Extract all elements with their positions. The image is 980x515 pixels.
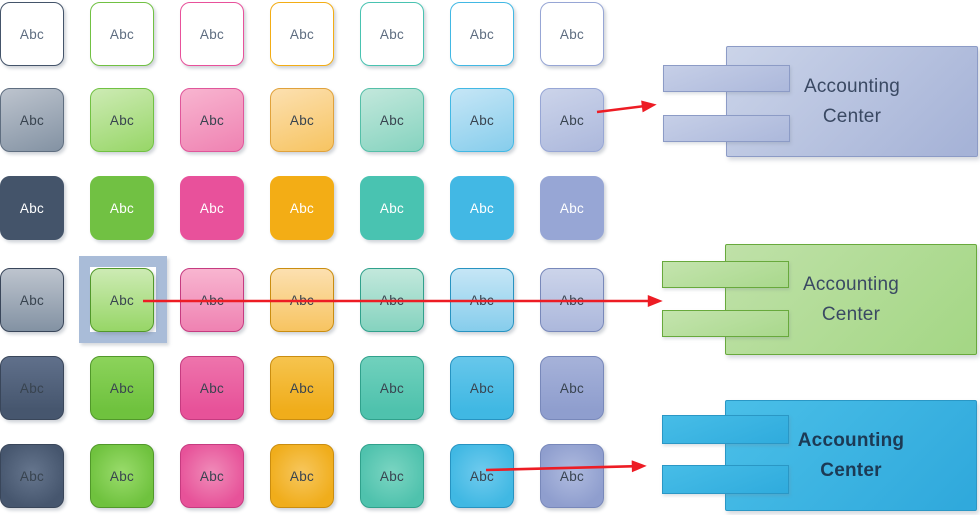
swatch-label: Abc	[199, 112, 225, 128]
swatch-label: Abc	[199, 468, 225, 484]
swatch-label: Abc	[559, 292, 585, 308]
swatch-solid-pink[interactable]: Abc	[180, 176, 244, 240]
swatch-outline-cyan[interactable]: Abc	[450, 2, 514, 66]
swatch-label: Abc	[559, 468, 585, 484]
swatch-label: Abc	[19, 292, 45, 308]
swatch-strong-amber[interactable]: Abc	[270, 356, 334, 420]
swatch-soft-gradient-amber[interactable]: Abc	[270, 268, 334, 332]
swatch-label: Abc	[379, 112, 405, 128]
swatch-strong-pink[interactable]: Abc	[180, 356, 244, 420]
swatch-soft-gradient-green[interactable]: Abc	[90, 268, 154, 332]
swatch-radial-pink[interactable]: Abc	[180, 444, 244, 508]
component-label: Accounting Center	[797, 430, 905, 481]
swatch-outline-teal[interactable]: Abc	[360, 2, 424, 66]
swatch-strong-periwinkle[interactable]: Abc	[540, 356, 604, 420]
swatch-radial-green[interactable]: Abc	[90, 444, 154, 508]
swatch-label: Abc	[289, 200, 315, 216]
swatch-strong-slate[interactable]: Abc	[0, 356, 64, 420]
swatch-soft-gradient-periwinkle[interactable]: Abc	[540, 268, 604, 332]
swatch-label: Abc	[199, 292, 225, 308]
swatch-label: Abc	[469, 26, 495, 42]
swatch-radial-teal[interactable]: Abc	[360, 444, 424, 508]
component-tab-top	[663, 65, 790, 92]
swatch-outline-amber[interactable]: Abc	[270, 2, 334, 66]
swatch-radial-cyan[interactable]: Abc	[450, 444, 514, 508]
swatch-label: Abc	[199, 380, 225, 396]
swatch-label: Abc	[19, 112, 45, 128]
swatch-label: Abc	[379, 200, 405, 216]
component-tab-top	[662, 261, 789, 288]
swatch-label: Abc	[469, 200, 495, 216]
swatch-label: Abc	[559, 112, 585, 128]
swatch-label: Abc	[379, 380, 405, 396]
swatch-label: Abc	[469, 380, 495, 396]
swatch-label: Abc	[379, 26, 405, 42]
swatch-soft-gradient-teal[interactable]: Abc	[360, 268, 424, 332]
arrow-to-periwinkle-component	[596, 100, 657, 114]
swatch-label: Abc	[469, 292, 495, 308]
swatch-outline-green[interactable]: Abc	[90, 2, 154, 66]
swatch-light-gradient-pink[interactable]: Abc	[180, 88, 244, 152]
swatch-label: Abc	[379, 468, 405, 484]
swatch-soft-gradient-slate[interactable]: Abc	[0, 268, 64, 332]
swatch-label: Abc	[19, 200, 45, 216]
swatch-solid-green[interactable]: Abc	[90, 176, 154, 240]
component-label: Accounting Center	[802, 274, 899, 325]
swatch-label: Abc	[559, 26, 585, 42]
swatch-outline-pink[interactable]: Abc	[180, 2, 244, 66]
swatch-solid-teal[interactable]: Abc	[360, 176, 424, 240]
swatch-label: Abc	[289, 112, 315, 128]
component-label: Accounting Center	[803, 76, 900, 127]
swatch-label: Abc	[109, 200, 135, 216]
swatch-radial-amber[interactable]: Abc	[270, 444, 334, 508]
swatch-solid-cyan[interactable]: Abc	[450, 176, 514, 240]
swatch-outline-slate[interactable]: Abc	[0, 2, 64, 66]
swatch-label: Abc	[199, 26, 225, 42]
swatch-label: Abc	[109, 26, 135, 42]
swatch-label: Abc	[19, 26, 45, 42]
swatch-label: Abc	[109, 380, 135, 396]
swatch-strong-green[interactable]: Abc	[90, 356, 154, 420]
swatch-label: Abc	[469, 112, 495, 128]
component-tab-bottom	[662, 310, 789, 337]
swatch-solid-slate[interactable]: Abc	[0, 176, 64, 240]
swatch-radial-periwinkle[interactable]: Abc	[540, 444, 604, 508]
swatch-solid-amber[interactable]: Abc	[270, 176, 334, 240]
swatch-label: Abc	[109, 468, 135, 484]
swatch-label: Abc	[289, 292, 315, 308]
swatch-soft-gradient-pink[interactable]: Abc	[180, 268, 244, 332]
swatch-strong-cyan[interactable]: Abc	[450, 356, 514, 420]
swatch-label: Abc	[289, 468, 315, 484]
swatch-label: Abc	[19, 468, 45, 484]
swatch-radial-slate[interactable]: Abc	[0, 444, 64, 508]
component-tab-bottom	[663, 115, 790, 142]
swatch-light-gradient-green[interactable]: Abc	[90, 88, 154, 152]
swatch-label: Abc	[199, 200, 225, 216]
swatch-label: Abc	[379, 292, 405, 308]
swatch-label: Abc	[289, 26, 315, 42]
swatch-solid-periwinkle[interactable]: Abc	[540, 176, 604, 240]
swatch-label: Abc	[19, 380, 45, 396]
swatch-label: Abc	[289, 380, 315, 396]
swatch-label: Abc	[469, 468, 495, 484]
swatch-light-gradient-teal[interactable]: Abc	[360, 88, 424, 152]
swatch-soft-gradient-cyan[interactable]: Abc	[450, 268, 514, 332]
swatch-outline-periwinkle[interactable]: Abc	[540, 2, 604, 66]
swatch-label: Abc	[109, 292, 135, 308]
swatch-label: Abc	[559, 380, 585, 396]
swatch-light-gradient-amber[interactable]: Abc	[270, 88, 334, 152]
swatch-label: Abc	[559, 200, 585, 216]
component-tab-bottom	[662, 465, 789, 494]
component-tab-top	[662, 415, 789, 444]
swatch-light-gradient-slate[interactable]: Abc	[0, 88, 64, 152]
swatch-light-gradient-periwinkle[interactable]: Abc	[540, 88, 604, 152]
swatch-label: Abc	[109, 112, 135, 128]
swatch-strong-teal[interactable]: Abc	[360, 356, 424, 420]
swatch-light-gradient-cyan[interactable]: Abc	[450, 88, 514, 152]
